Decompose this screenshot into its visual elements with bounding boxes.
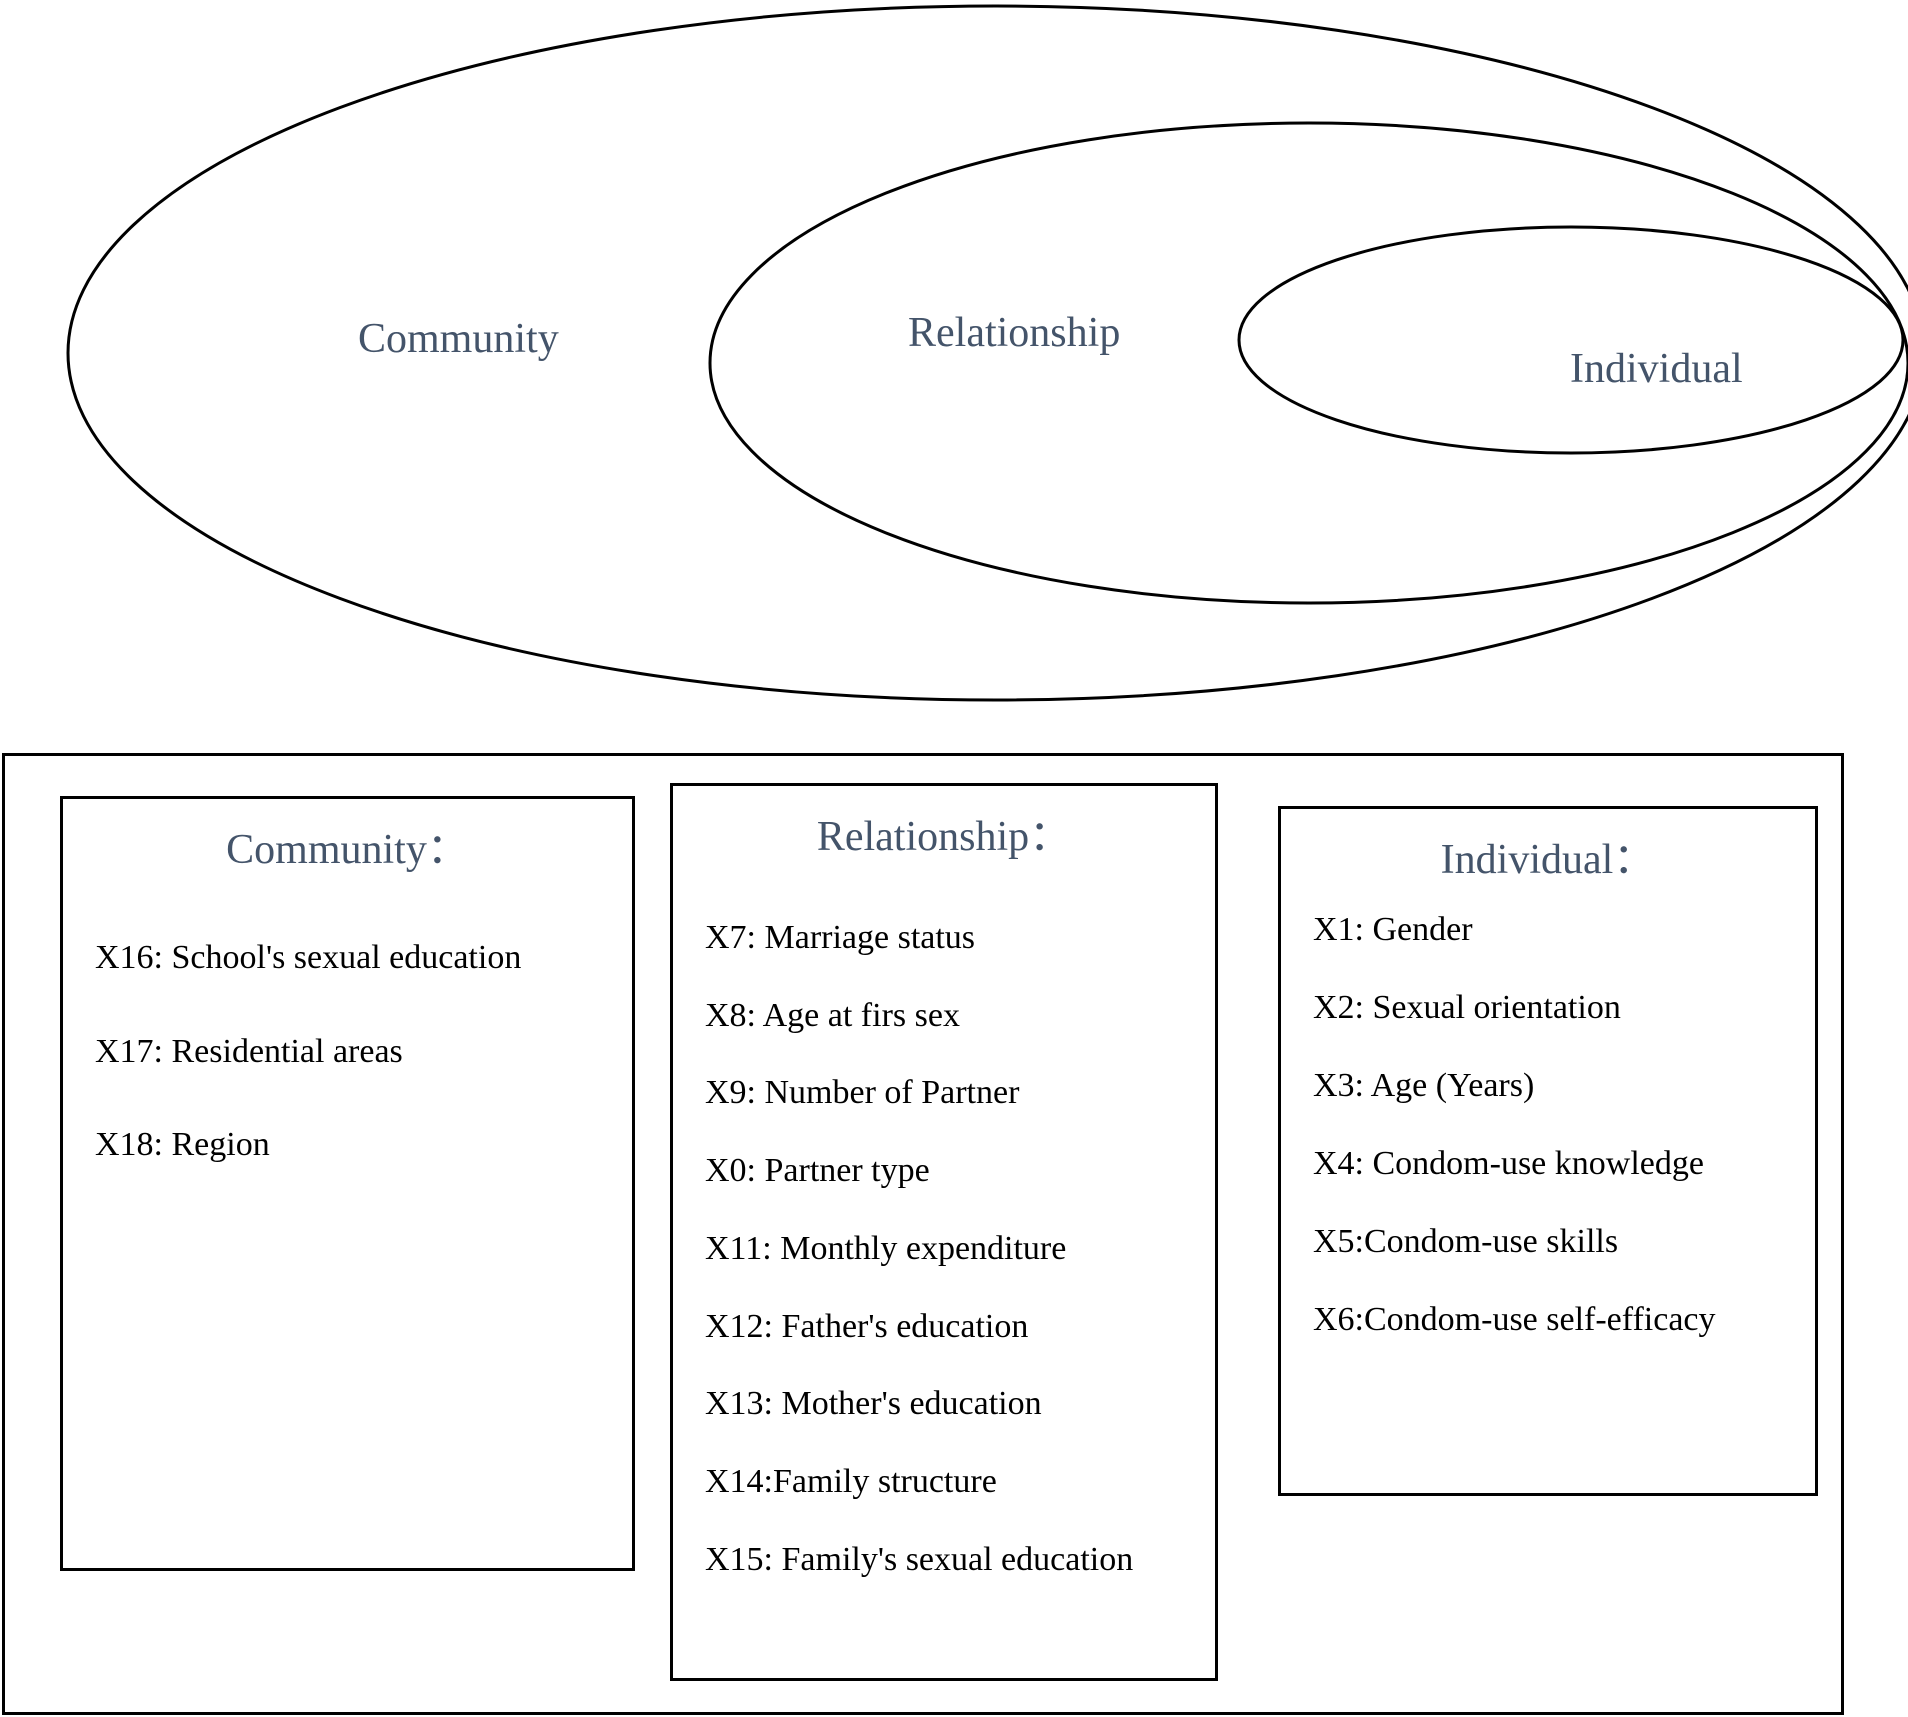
individual-ellipse-label: Individual	[1570, 346, 1743, 392]
individual-panel: Individual： X1: Gender X2: Sexual orient…	[1278, 806, 1818, 1496]
relationship-item: X8: Age at firs sex	[705, 997, 960, 1034]
relationship-panel-title: Relationship：	[816, 814, 1072, 860]
relationship-item: X15: Family's sexual education	[705, 1541, 1134, 1578]
relationship-panel: Relationship： X7: Marriage status X8: Ag…	[670, 783, 1218, 1681]
relationship-item: X9: Number of Partner	[705, 1074, 1020, 1111]
individual-item: X3: Age (Years)	[1313, 1067, 1535, 1104]
community-ellipse-label: Community	[358, 316, 559, 362]
individual-ellipse	[1237, 225, 1905, 455]
individual-item: X5:Condom-use skills	[1313, 1223, 1619, 1260]
community-item: X18: Region	[95, 1126, 270, 1163]
individual-item: X6:Condom-use self-efficacy	[1313, 1301, 1716, 1338]
relationship-item: X12: Father's education	[705, 1308, 1029, 1345]
community-panel-title: Community：	[226, 827, 469, 873]
individual-item: X2: Sexual orientation	[1313, 989, 1621, 1026]
relationship-item: X14:Family structure	[705, 1463, 997, 1500]
variables-container	[2, 753, 1844, 1715]
relationship-ellipse	[708, 121, 1908, 605]
relationship-item: X7: Marriage status	[705, 919, 976, 956]
relationship-item: X0: Partner type	[705, 1152, 930, 1189]
individual-panel-title: Individual：	[1440, 837, 1656, 883]
nested-ellipses	[66, 4, 1908, 702]
relationship-item: X11: Monthly expenditure	[705, 1230, 1067, 1267]
community-panel: Community： X16: School's sexual educatio…	[60, 796, 635, 1571]
individual-item: X1: Gender	[1313, 911, 1473, 948]
relationship-item: X13: Mother's education	[705, 1385, 1042, 1422]
community-item: X17: Residential areas	[95, 1033, 403, 1070]
community-ellipse	[66, 4, 1908, 702]
community-item: X16: School's sexual education	[95, 939, 522, 976]
individual-item: X4: Condom-use knowledge	[1313, 1145, 1704, 1182]
relationship-ellipse-label: Relationship	[908, 310, 1121, 356]
